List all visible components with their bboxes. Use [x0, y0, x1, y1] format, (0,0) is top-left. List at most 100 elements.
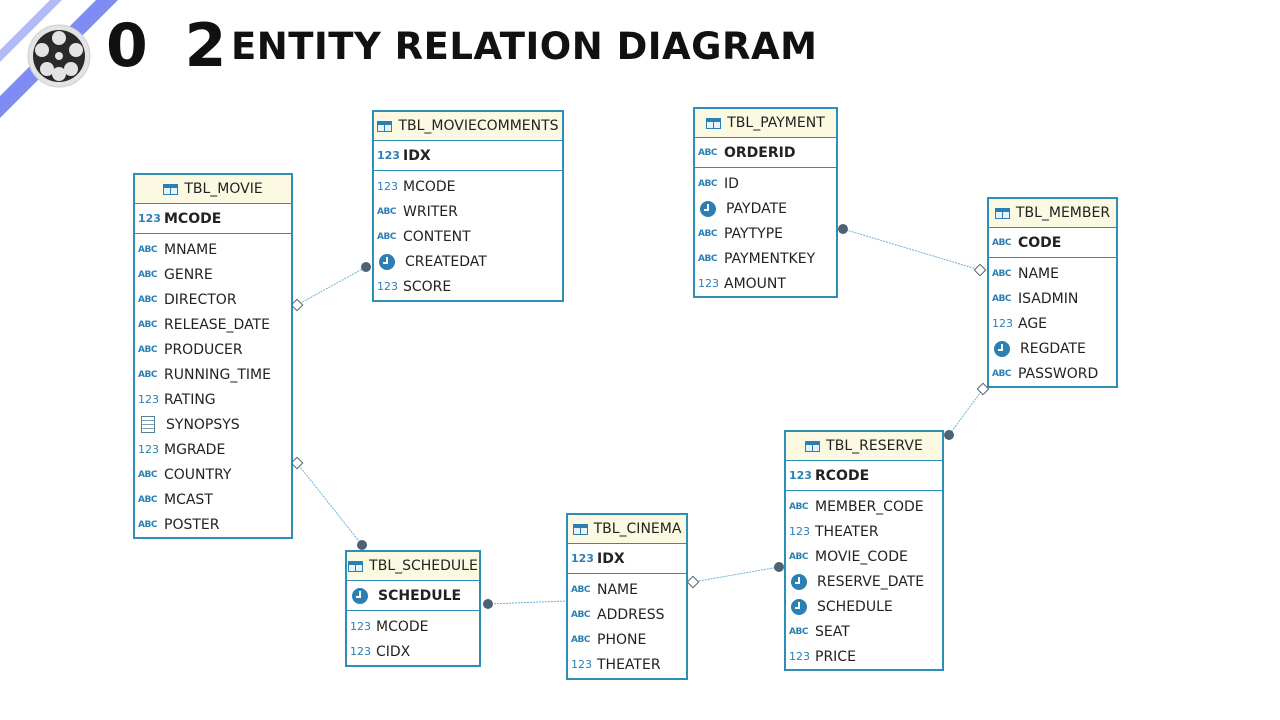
column-row[interactable]: SYNOPSYS: [135, 412, 291, 437]
column-name: MCODE: [403, 178, 456, 195]
table-header[interactable]: TBL_MOVIE: [135, 175, 291, 204]
column-row[interactable]: REGDATE: [989, 336, 1116, 361]
string-type-icon: ABC: [377, 231, 396, 242]
column-name: MNAME: [164, 241, 218, 258]
column-row[interactable]: SCHEDULE: [786, 594, 942, 619]
column-name: PRODUCER: [164, 341, 243, 358]
primary-key-row[interactable]: SCHEDULE: [347, 581, 479, 611]
string-type-icon: ABC: [789, 551, 808, 562]
table-header[interactable]: TBL_SCHEDULE: [347, 552, 479, 581]
column-row[interactable]: RESERVE_DATE: [786, 569, 942, 594]
primary-key-name: MCODE: [164, 210, 222, 227]
string-type-icon: ABC: [992, 237, 1011, 248]
table-header[interactable]: TBL_PAYMENT: [695, 109, 836, 138]
column-name: MCODE: [376, 618, 429, 635]
table-icon: [572, 523, 588, 535]
table-name: TBL_SCHEDULE: [369, 558, 478, 574]
column-name: ADDRESS: [597, 606, 665, 623]
primary-key-name: SCHEDULE: [378, 587, 462, 604]
table-header[interactable]: TBL_MEMBER: [989, 199, 1116, 228]
number-type-icon: 123: [138, 212, 161, 225]
table-icon: [348, 560, 364, 572]
column-row[interactable]: ABC POSTER: [135, 512, 291, 537]
table-icon: [805, 440, 821, 452]
column-name: PAYDATE: [726, 200, 788, 217]
number-type-icon: 123: [698, 277, 719, 290]
date-type-icon: [791, 573, 807, 590]
string-type-icon: ABC: [138, 469, 157, 480]
column-name: NAME: [1018, 265, 1059, 282]
table-icon: [706, 117, 722, 129]
table-header[interactable]: TBL_RESERVE: [786, 432, 942, 461]
table-header[interactable]: TBL_MOVIECOMMENTS: [374, 112, 562, 141]
date-type-icon: [994, 340, 1010, 357]
column-row[interactable]: CREATEDAT: [374, 249, 562, 274]
number-type-icon: 123: [377, 149, 400, 162]
table-header[interactable]: TBL_CINEMA: [568, 515, 686, 544]
table-name: TBL_RESERVE: [826, 438, 923, 454]
page-title: ENTITY RELATION DIAGRAM: [231, 25, 818, 68]
string-type-icon: ABC: [138, 519, 157, 530]
number-type-icon: 123: [377, 180, 398, 193]
string-type-icon: ABC: [571, 634, 590, 645]
table-icon: [994, 207, 1010, 219]
column-name: THEATER: [815, 523, 879, 540]
column-row[interactable]: 123 MCODE: [374, 174, 562, 199]
date-type-icon: [700, 200, 716, 217]
column-name: POSTER: [164, 516, 220, 533]
number-type-icon: 123: [138, 393, 159, 406]
column-row[interactable]: PAYDATE: [695, 196, 836, 221]
column-name: MGRADE: [164, 441, 226, 458]
primary-key-name: ORDERID: [724, 144, 796, 161]
text-type-icon: [141, 416, 155, 433]
